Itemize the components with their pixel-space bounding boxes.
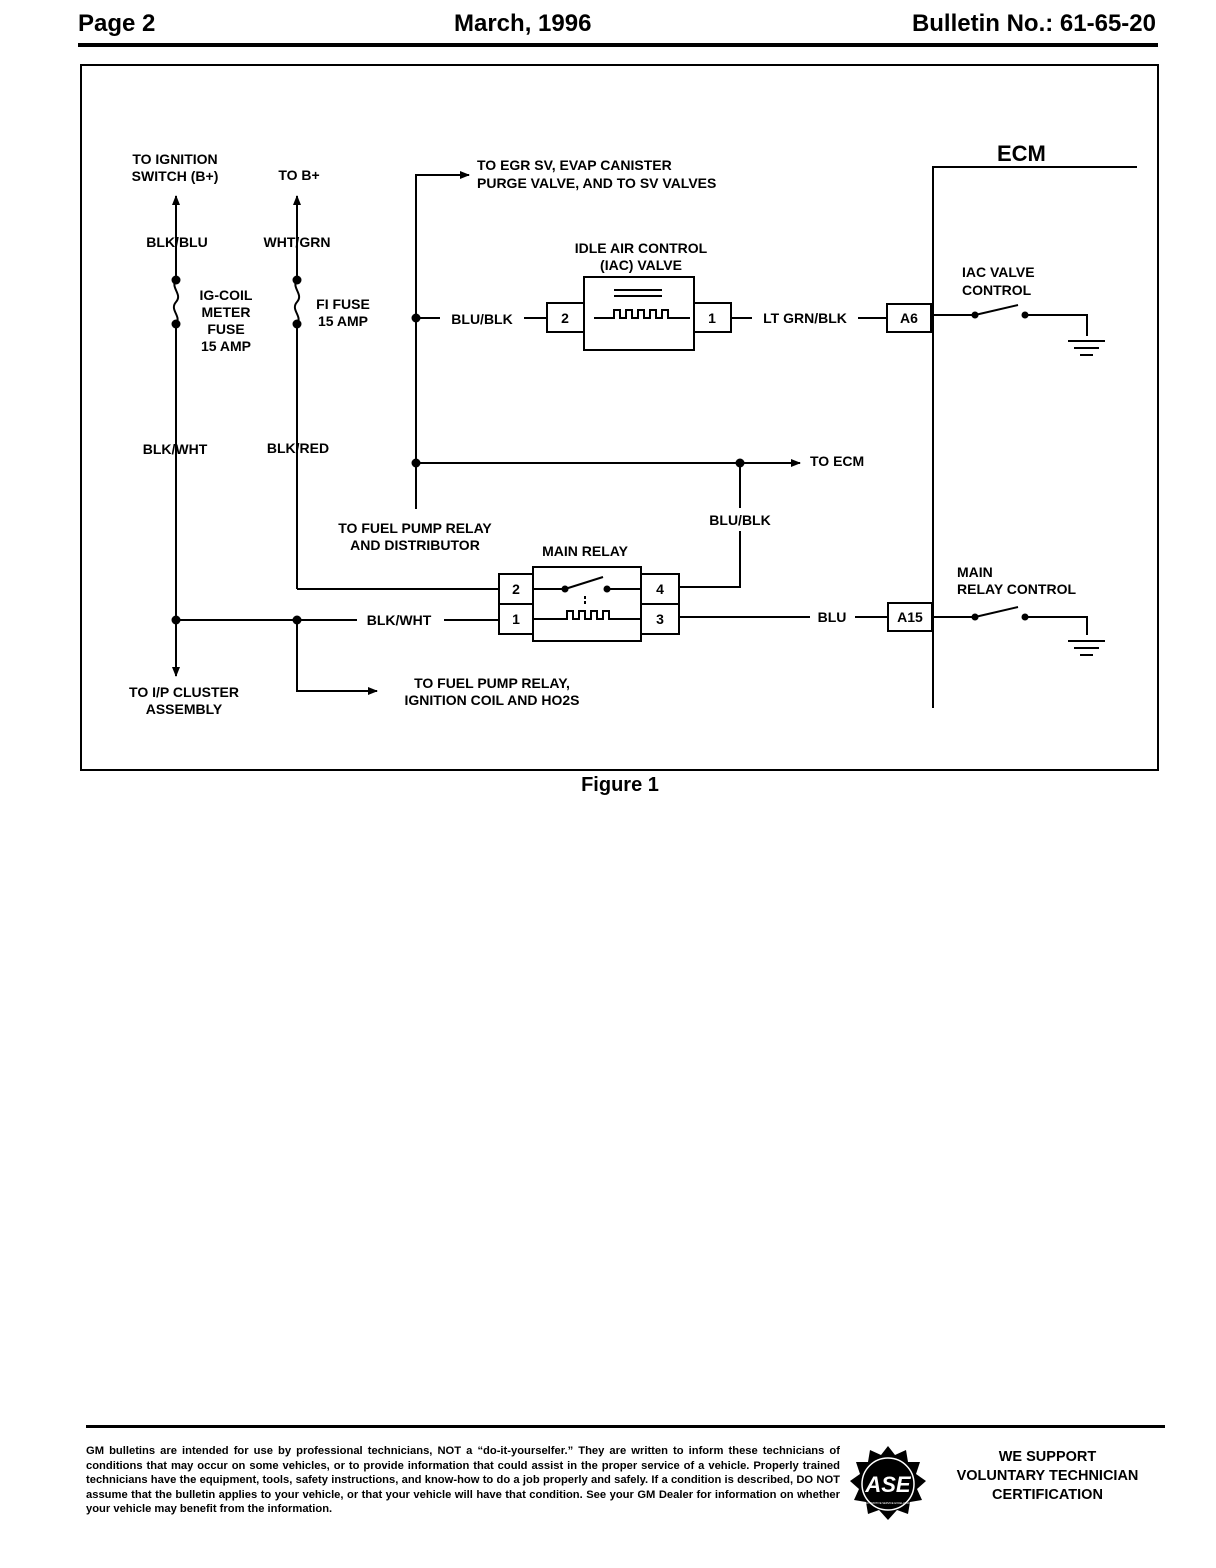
junction-blk-wht-left bbox=[171, 615, 181, 625]
label-relay-pin-3: 3 bbox=[656, 611, 664, 627]
label-ignition-switch-1: TO IGNITION bbox=[132, 151, 217, 167]
main-relay-body bbox=[532, 566, 642, 642]
iac-coil bbox=[594, 309, 690, 319]
iac-ctrl-ground-wire bbox=[1025, 314, 1088, 336]
junction-ig-fuse-bottom bbox=[171, 319, 181, 329]
label-main-ctrl-1: MAIN bbox=[957, 564, 993, 580]
junction-ig-fuse-top bbox=[171, 275, 181, 285]
main-ctrl-contact-right bbox=[1021, 613, 1029, 621]
page-number: Page 2 bbox=[78, 10, 156, 37]
iac-ctrl-switch bbox=[974, 304, 1019, 316]
junction-fi-fuse-bottom bbox=[292, 319, 302, 329]
relay-contact-dot-right bbox=[603, 585, 611, 593]
label-wire-blu-blk-top: BLU/BLK bbox=[451, 311, 512, 327]
label-ig-fuse-4: 15 AMP bbox=[201, 338, 251, 354]
label-fi-fuse-2: 15 AMP bbox=[318, 313, 368, 329]
label-wire-blk-blu: BLK/BLU bbox=[146, 234, 207, 250]
iac-ctrl-contact-left bbox=[971, 311, 979, 319]
label-ip-cluster-1: TO I/P CLUSTER bbox=[129, 684, 239, 700]
label-ecm-pin-a6: A6 bbox=[900, 310, 918, 326]
label-ig-fuse-3: FUSE bbox=[207, 321, 244, 337]
label-wire-blk-wht-mid: BLK/WHT bbox=[367, 612, 432, 628]
label-relay-pin-1: 1 bbox=[512, 611, 520, 627]
relay-coil bbox=[533, 610, 641, 620]
label-egr-1: TO EGR SV, EVAP CANISTER bbox=[477, 157, 672, 173]
label-to-bplus: TO B+ bbox=[278, 167, 319, 183]
main-ctrl-ground-wire bbox=[1025, 616, 1088, 635]
ecm-boundary bbox=[932, 166, 1137, 708]
support-line-3: CERTIFICATION bbox=[992, 1487, 1103, 1503]
label-ig-fuse-1: IG-COIL bbox=[200, 287, 253, 303]
label-wire-blu: BLU bbox=[818, 609, 847, 625]
label-wire-blk-wht-left: BLK/WHT bbox=[143, 441, 208, 457]
support-line-2: VOLUNTARY TECHNICIAN bbox=[956, 1468, 1139, 1484]
main-ctrl-contact-left bbox=[971, 613, 979, 621]
label-ecm-pin-a15: A15 bbox=[897, 609, 923, 625]
fuse-fi bbox=[293, 279, 301, 325]
label-egr-2: PURGE VALVE, AND TO SV VALVES bbox=[477, 175, 716, 191]
label-iac-title-2: (IAC) VALVE bbox=[600, 257, 682, 273]
label-wire-blu-blk-right: BLU/BLK bbox=[709, 512, 770, 528]
label-fi-fuse-1: FI FUSE bbox=[316, 296, 370, 312]
label-wire-lt-grn-blk: LT GRN/BLK bbox=[763, 310, 847, 326]
figure-frame bbox=[80, 64, 1159, 771]
label-relay-pin-4: 4 bbox=[656, 581, 664, 597]
label-iac-ctrl-2: CONTROL bbox=[962, 282, 1032, 298]
wiring-diagram: TO IGNITION SWITCH (B+) TO B+ TO EGR SV,… bbox=[80, 64, 1159, 771]
label-wire-wht-grn: WHT/GRN bbox=[264, 234, 331, 250]
support-line-1: WE SUPPORT bbox=[998, 1449, 1097, 1465]
bulletin-date: March, 1996 bbox=[454, 10, 592, 37]
label-iac-pin-2: 2 bbox=[561, 310, 569, 326]
label-iac-title-1: IDLE AIR CONTROL bbox=[575, 240, 708, 256]
label-ignition-switch-2: SWITCH (B+) bbox=[132, 168, 219, 184]
label-iac-pin-1: 1 bbox=[708, 310, 716, 326]
bulletin-number: Bulletin No.: 61-65-20 bbox=[911, 10, 1156, 37]
ase-logo: ASE AUTOMOTIVE SERVICE EXCELLENCE bbox=[850, 1446, 926, 1520]
label-iac-ctrl-1: IAC VALVE bbox=[962, 264, 1035, 280]
label-fuel-pump-coil-2: IGNITION COIL AND HO2S bbox=[404, 692, 579, 708]
ase-support-statement: WE SUPPORT VOLUNTARY TECHNICIAN CERTIFIC… bbox=[940, 1448, 1155, 1505]
label-to-ecm: TO ECM bbox=[810, 453, 864, 469]
fuse-ig-coil bbox=[172, 279, 180, 325]
junction-to-ecm bbox=[735, 458, 745, 468]
junction-blk-wht-mid bbox=[292, 615, 302, 625]
label-main-relay: MAIN RELAY bbox=[542, 543, 628, 559]
label-main-ctrl-2: RELAY CONTROL bbox=[957, 581, 1076, 597]
label-ig-fuse-2: METER bbox=[202, 304, 251, 320]
junction-blu-blk-iac bbox=[411, 313, 421, 323]
wire-to-egr bbox=[415, 171, 470, 509]
relay-contact-switch bbox=[564, 576, 604, 590]
figure-caption: Figure 1 bbox=[581, 774, 659, 796]
label-fuel-pump-coil-1: TO FUEL PUMP RELAY, bbox=[414, 675, 570, 691]
footer-disclaimer: GM bulletins are intended for use by pro… bbox=[86, 1445, 840, 1516]
wire-blu-blk-relay-pin4 bbox=[679, 531, 741, 588]
label-ecm: ECM bbox=[997, 141, 1046, 166]
iac-ctrl-contact-right bbox=[1021, 311, 1029, 319]
ase-logo-text: ASE bbox=[864, 1472, 912, 1497]
label-wire-blk-red: BLK/RED bbox=[267, 440, 329, 456]
footer-rule bbox=[86, 1425, 1165, 1428]
header-rule bbox=[78, 43, 1158, 47]
junction-fi-fuse-top bbox=[292, 275, 302, 285]
label-ip-cluster-2: ASSEMBLY bbox=[146, 701, 223, 717]
junction-blu-blk-ecm bbox=[411, 458, 421, 468]
main-ctrl-switch bbox=[974, 606, 1019, 618]
ase-logo-subtext: AUTOMOTIVE SERVICE EXCELLENCE bbox=[864, 1501, 911, 1505]
wire-to-fuel-pump-coil bbox=[296, 620, 378, 695]
relay-contact-dot-left bbox=[561, 585, 569, 593]
label-fuel-pump-dist-2: AND DISTRIBUTOR bbox=[350, 537, 480, 553]
label-fuel-pump-dist-1: TO FUEL PUMP RELAY bbox=[338, 520, 492, 536]
label-relay-pin-2: 2 bbox=[512, 581, 520, 597]
ecm-pin-a6-box bbox=[886, 303, 932, 333]
